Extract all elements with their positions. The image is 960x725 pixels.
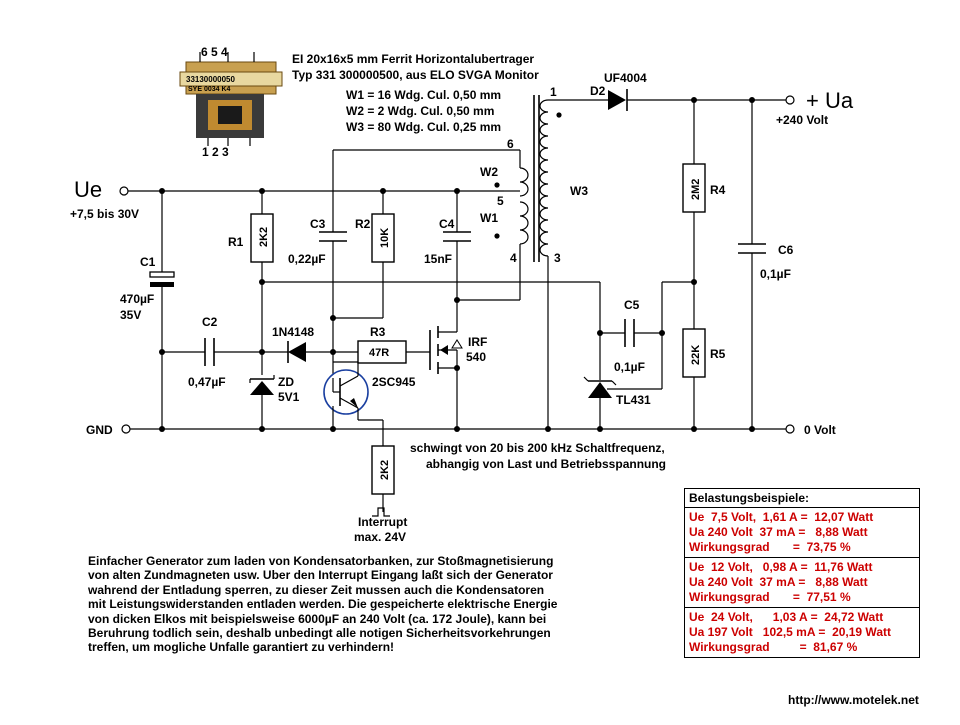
ua-label: + Ua: [806, 88, 854, 113]
winding-w3-spec: W3 = 80 Wdg. Cul. 0,25 mm: [346, 120, 501, 134]
ua-terminal: [785, 95, 795, 105]
header-line-1: EI 20x16x5 mm Ferrit Horizontalubertrage…: [292, 52, 534, 66]
tl431-label: TL431: [616, 393, 651, 407]
c2-label: C2: [202, 315, 218, 329]
gnd-terminal: [121, 424, 131, 434]
pin-4-label: 4: [510, 251, 517, 265]
r1-label: R1: [228, 235, 244, 249]
photo-pins-top: 6 5 4: [201, 45, 228, 59]
c4-label: C4: [439, 217, 455, 231]
d1-label: 1N4148: [272, 325, 314, 339]
pin-3-label: 3: [554, 251, 561, 265]
r5-label: R5: [710, 347, 726, 361]
load-examples-table: Belastungsbeispiele: Ue 7,5 Volt, 1,61 A…: [684, 488, 920, 658]
w2-label: W2: [480, 165, 498, 179]
c1-label: C1: [140, 255, 156, 269]
load-example-row: Wirkungsgrad = 73,75 %: [689, 540, 851, 554]
ue-label: Ue: [74, 177, 102, 202]
w1-label: W1: [480, 211, 498, 225]
r3-label: R3: [370, 325, 386, 339]
gnd-label: GND: [86, 423, 113, 437]
d2-value: UF4004: [604, 71, 647, 85]
transformer-windings: [494, 95, 608, 429]
ue-range-label: +7,5 bis 30V: [70, 207, 139, 221]
frequency-note-1: schwingt von 20 bis 200 kHz Schaltfreque…: [410, 441, 665, 455]
pin-1-label: 1: [550, 85, 557, 99]
zd-value: 5V1: [278, 390, 300, 404]
load-example-block: Ue 24 Volt, 1,03 A = 24,72 Watt Ua 197 V…: [685, 608, 919, 657]
load-example-row: Ua 197 Volt 102,5 mA = 20,19 Watt: [689, 625, 891, 639]
mosfet-label-1: IRF: [468, 335, 487, 349]
c3-value: 0,22µF: [288, 252, 326, 266]
load-example-row: Ua 240 Volt 37 mA = 8,88 Watt: [689, 525, 868, 539]
d2-label: D2: [590, 84, 606, 98]
winding-w1-spec: W1 = 16 Wdg. Cul. 0,50 mm: [346, 88, 501, 102]
ua-voltage-label: +240 Volt: [776, 113, 828, 127]
w3-label: W3: [570, 184, 588, 198]
zero-volt-label: 0 Volt: [804, 423, 836, 437]
c1-capacitor: [149, 191, 175, 429]
frequency-note-2: abhangig von Last und Betriebsspannung: [426, 457, 666, 471]
zd-label: ZD: [278, 375, 294, 389]
load-example-block: Ue 7,5 Volt, 1,61 A = 12,07 Watt Ua 240 …: [685, 508, 919, 558]
d2-diode: [608, 90, 626, 110]
r3-value: 47R: [369, 347, 389, 359]
tl431-regulator: [583, 333, 663, 429]
load-example-row: Wirkungsgrad = 81,67 %: [689, 640, 858, 654]
interrupt-voltage: max. 24V: [354, 530, 406, 544]
r2-value: 10K: [379, 228, 391, 248]
load-example-row: Ua 240 Volt 37 mA = 8,88 Watt: [689, 575, 868, 589]
load-example-row: Wirkungsgrad = 77,51 %: [689, 590, 851, 604]
c5-value: 0,1µF: [614, 360, 645, 374]
c5-label: C5: [624, 298, 640, 312]
zero-volt-terminal: [785, 424, 795, 434]
c3-label: C3: [310, 217, 326, 231]
transistor-label: 2SC945: [372, 375, 416, 389]
mosfet-irf540: [429, 300, 463, 429]
website-link[interactable]: http://www.motelek.net: [788, 693, 919, 707]
mosfet-label-2: 540: [466, 350, 486, 364]
r4-label: R4: [710, 183, 726, 197]
load-example-row: Ue 12 Volt, 0,98 A = 11,76 Watt: [689, 560, 873, 574]
load-examples-title: Belastungsbeispiele:: [685, 489, 919, 508]
r1-value: 2K2: [258, 227, 270, 247]
photo-label-2: SYE 0034 K4: [188, 86, 231, 93]
interrupt-label[interactable]: Interrupt: [358, 515, 407, 529]
winding-w2-spec: W2 = 2 Wdg. Cul. 0,50 mm: [346, 104, 494, 118]
r-interrupt-value: 2K2: [379, 460, 391, 480]
d1-diode: [288, 342, 306, 362]
c6-value: 0,1µF: [760, 267, 791, 281]
header-line-2: Typ 331 300000500, aus ELO SVGA Monitor: [292, 68, 539, 82]
photo-pins-bottom: 1 2 3: [202, 145, 229, 159]
c6-label: C6: [778, 243, 794, 257]
r5-value: 22K: [690, 345, 702, 365]
c1-value: 470µF: [120, 292, 154, 306]
photo-label-1: 33130000050: [186, 75, 235, 84]
transistor-2sc945: [323, 361, 383, 429]
load-example-row: Ue 24 Volt, 1,03 A = 24,72 Watt: [689, 610, 884, 624]
transformer-photo: 6 5 4 1 2 3 33130000050 SYE 0034 K4: [179, 45, 283, 159]
pin-5-label: 5: [497, 194, 504, 208]
ue-terminal: [119, 186, 129, 196]
load-example-row: Ue 7,5 Volt, 1,61 A = 12,07 Watt: [689, 510, 874, 524]
c4-value: 15nF: [424, 252, 452, 266]
pin-6-label: 6: [507, 137, 514, 151]
r2-label: R2: [355, 217, 371, 231]
r4-value: 2M2: [690, 179, 702, 200]
load-example-block: Ue 12 Volt, 0,98 A = 11,76 Watt Ua 240 V…: [685, 558, 919, 608]
description-text: Einfacher Generator zum laden von Konden…: [88, 554, 558, 655]
c1-voltage: 35V: [120, 308, 141, 322]
c2-value: 0,47µF: [188, 375, 226, 389]
